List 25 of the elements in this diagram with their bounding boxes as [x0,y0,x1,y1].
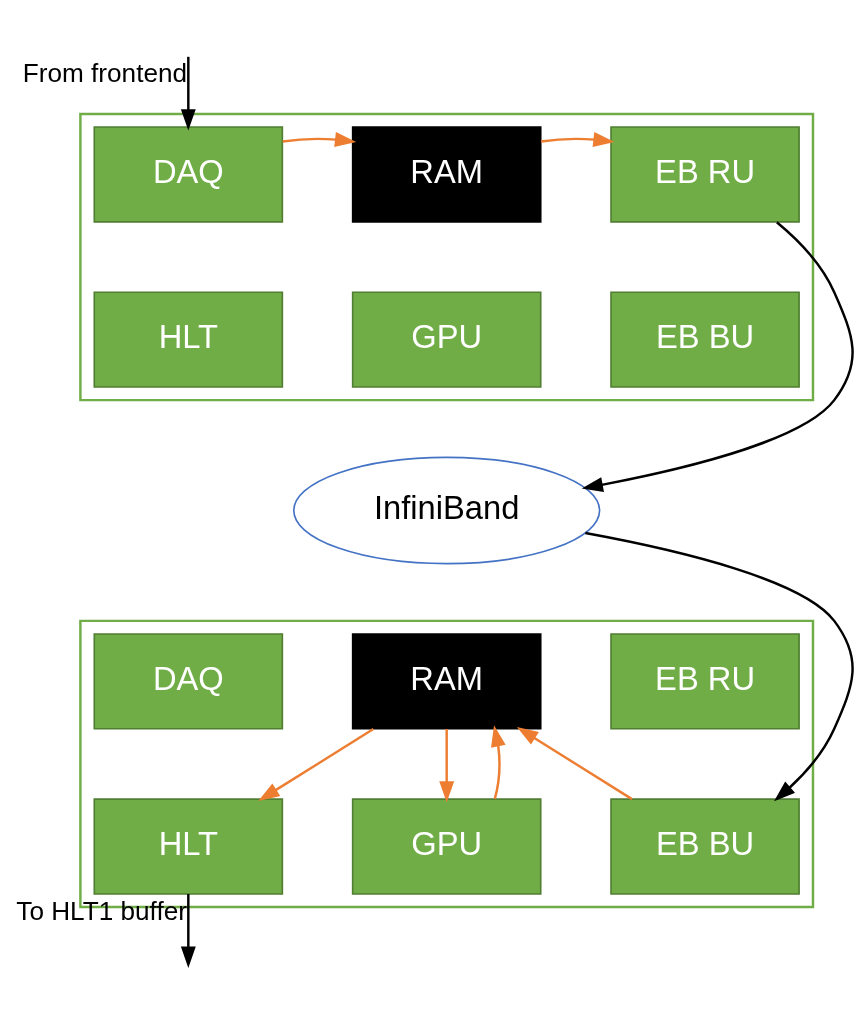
arrow [491,725,506,800]
arrow [282,132,357,147]
node-box: GPU [351,291,542,388]
node-box: EB BU [610,291,800,388]
node-box: EB RU [610,633,800,730]
arrow [180,56,196,131]
node-box: EB RU [610,126,800,223]
cluster [79,112,815,402]
arrow [585,531,854,802]
arrow [258,727,374,802]
node-box: DAQ [93,126,284,223]
arrow [540,132,615,147]
node-box: GPU [351,798,542,895]
arrow [439,728,455,803]
node-box: HLT [93,798,284,895]
node-box: DAQ [93,633,284,730]
arrow [516,727,633,801]
edge-label: From frontend [22,58,188,89]
node-box: HLT [93,291,284,388]
node-box: EB BU [610,798,800,895]
arrow [581,221,854,493]
arrow [180,894,196,968]
node-ellipse: InfiniBand [292,456,601,565]
node-box: RAM [351,126,542,223]
node-box: RAM [351,633,542,730]
